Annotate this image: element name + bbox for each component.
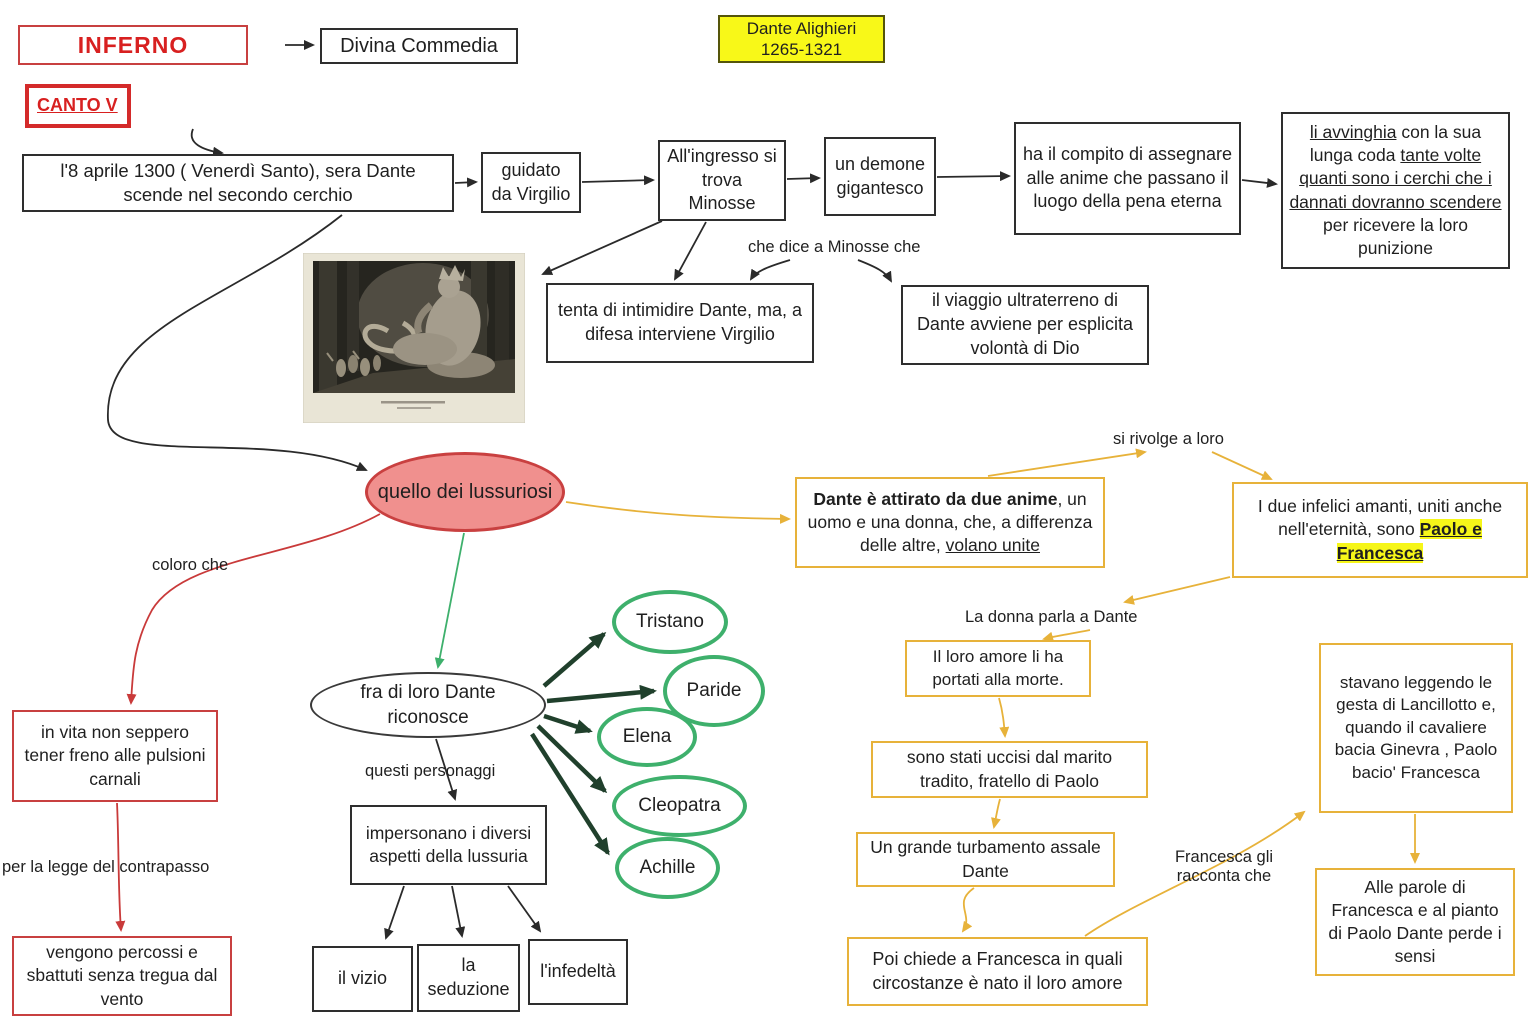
node-elena: Elena — [597, 707, 697, 767]
node-viaggio-volonta-dio: il viaggio ultraterreno di Dante avviene… — [901, 285, 1149, 365]
avvinghia-text: li avvinghia con la sua lunga coda tante… — [1289, 121, 1502, 260]
node-amore-morte: Il loro amore li ha portati alla morte. — [905, 640, 1091, 697]
seduzione-text: la seduzione — [427, 955, 510, 999]
infedelta-text: l'infedeltà — [540, 961, 616, 982]
impersonano-text: impersonano i diversi aspetti della luss… — [365, 822, 532, 866]
tenta-text: tenta di intimidire Dante, ma, a difesa … — [557, 300, 803, 344]
attirato-run-bold: Dante è attirato da due anime — [813, 488, 1058, 509]
paride-text: Paride — [686, 680, 742, 702]
tristano-text: Tristano — [636, 611, 704, 633]
uccisi-text: sono stati uccisi dal marito tradito, fr… — [906, 747, 1113, 791]
node-tenta-intimidire: tenta di intimidire Dante, ma, a difesa … — [546, 283, 814, 363]
attirato-text: Dante è attirato da due anime, un uomo e… — [803, 488, 1097, 557]
avvinghia-run4: per ricevere la loro punizione — [1323, 214, 1468, 258]
minosse-engraving-image — [303, 253, 525, 423]
vizio-text: il vizio — [337, 968, 387, 989]
author-name: Dante Alighieri — [746, 18, 857, 38]
node-dante-alighieri: Dante Alighieri 1265-1321 — [718, 15, 885, 63]
compito-text: ha il compito di assegnare alle anime ch… — [1022, 143, 1233, 212]
minosse-text: All'ingresso si trova Minosse — [667, 145, 777, 214]
node-tristano: Tristano — [612, 590, 728, 654]
divina-commedia-label: Divina Commedia — [340, 34, 498, 57]
node-uccisi-dal-marito: sono stati uccisi dal marito tradito, fr… — [871, 741, 1148, 798]
node-chiede-a-francesca: Poi chiede a Francesca in quali circosta… — [847, 937, 1148, 1006]
node-quello-dei-lussuriosi: quello dei lussuriosi — [365, 452, 565, 532]
label-questi-personaggi: questi personaggi — [365, 762, 496, 780]
node-avvinghia-coda: li avvinghia con la sua lunga coda tante… — [1281, 112, 1510, 269]
label-che-dice-a-minosse: che dice a Minosse che — [748, 238, 921, 256]
node-il-vizio: il vizio — [312, 946, 413, 1012]
demone-text: un demone gigantesco — [834, 153, 926, 198]
node-sbattuti-dal-vento: vengono percossi e sbattuti senza tregua… — [12, 936, 232, 1016]
avvinghia-run2: con la sua lunga coda — [1309, 122, 1482, 166]
node-paolo-e-francesca: I due infelici amanti, uniti anche nell'… — [1232, 482, 1528, 578]
avvinghia-run1: li avvinghia — [1309, 122, 1397, 143]
node-discesa-secondo-cerchio: l'8 aprile 1300 ( Venerdì Santo), sera D… — [22, 154, 454, 212]
vento-text: vengono percossi e sbattuti senza tregua… — [26, 942, 218, 1009]
lussuriosi-text: quello dei lussuriosi — [377, 480, 553, 503]
node-demone-gigantesco: un demone gigantesco — [824, 137, 936, 216]
node-dante-attirato: Dante è attirato da due anime, un uomo e… — [795, 477, 1105, 568]
avvinghia-run3: tante volte quanti sono i cerchi che i d… — [1289, 145, 1502, 212]
guidato-text: guidato da Virgilio — [491, 159, 571, 204]
node-infedelta: l'infedeltà — [528, 939, 628, 1005]
elena-text: Elena — [622, 726, 672, 748]
label-legge-contrapasso: per la legge del contrapasso — [2, 858, 210, 876]
infelici-text: I due infelici amanti, uniti anche nell'… — [1240, 495, 1520, 564]
node-divina-commedia: Divina Commedia — [320, 28, 518, 64]
cleopatra-text: Cleopatra — [638, 795, 721, 817]
node-lancillotto-ginevra: stavano leggendo le gesta di Lancillotto… — [1319, 643, 1513, 813]
node-canto-v: CANTO V — [25, 84, 131, 128]
svenimento-text: Alle parole di Francesca e al pianto di … — [1328, 876, 1502, 967]
attirato-run-underline: volano unite — [945, 535, 1040, 556]
node-pulsioni-carnali: in vita non seppero tener freno alle pul… — [12, 710, 218, 802]
node-minosse: All'ingresso si trova Minosse — [658, 140, 786, 221]
label-la-donna-parla: La donna parla a Dante — [965, 608, 1138, 626]
discesa-text: l'8 aprile 1300 ( Venerdì Santo), sera D… — [60, 159, 416, 205]
node-dante-riconosce: fra di loro Dante riconosce — [310, 672, 546, 738]
node-compito-minosse: ha il compito di assegnare alle anime ch… — [1014, 122, 1241, 235]
node-inferno: INFERNO — [18, 25, 248, 65]
viaggio-text: il viaggio ultraterreno di Dante avviene… — [916, 290, 1134, 358]
author-dates: 1265-1321 — [760, 40, 843, 59]
node-la-seduzione: la seduzione — [417, 944, 520, 1012]
canto-v-title: CANTO V — [37, 95, 118, 116]
node-achille: Achille — [615, 837, 720, 899]
lancillotto-text: stavano leggendo le gesta di Lancillotto… — [1334, 672, 1498, 782]
infelici-run-plain: I due infelici amanti, uniti anche nell'… — [1257, 496, 1503, 540]
label-si-rivolge-a-loro: si rivolge a loro — [1113, 430, 1224, 448]
node-guidato-virgilio: guidato da Virgilio — [481, 152, 581, 213]
achille-text: Achille — [639, 857, 696, 879]
chiede-text: Poi chiede a Francesca in quali circosta… — [872, 948, 1123, 993]
label-francesca-racconta: Francesca gli racconta che — [1174, 848, 1274, 885]
amore-morte-text: Il loro amore li ha portati alla morte. — [932, 647, 1064, 689]
attirato-run-plain: , un uomo e una donna, che, a differenza… — [807, 488, 1093, 556]
in-vita-text: in vita non seppero tener freno alle pul… — [24, 722, 206, 789]
node-impersonano-lussuria: impersonano i diversi aspetti della luss… — [350, 805, 547, 885]
label-coloro-che: coloro che — [152, 556, 229, 574]
inferno-title: INFERNO — [77, 31, 189, 58]
node-turbamento-dante: Un grande turbamento assale Dante — [856, 832, 1115, 887]
node-paride: Paride — [663, 655, 765, 727]
turbamento-text: Un grande turbamento assale Dante — [870, 837, 1101, 881]
node-cleopatra: Cleopatra — [612, 775, 747, 837]
node-dante-perde-i-sensi: Alle parole di Francesca e al pianto di … — [1315, 868, 1515, 976]
riconosce-text: fra di loro Dante riconosce — [360, 681, 496, 728]
